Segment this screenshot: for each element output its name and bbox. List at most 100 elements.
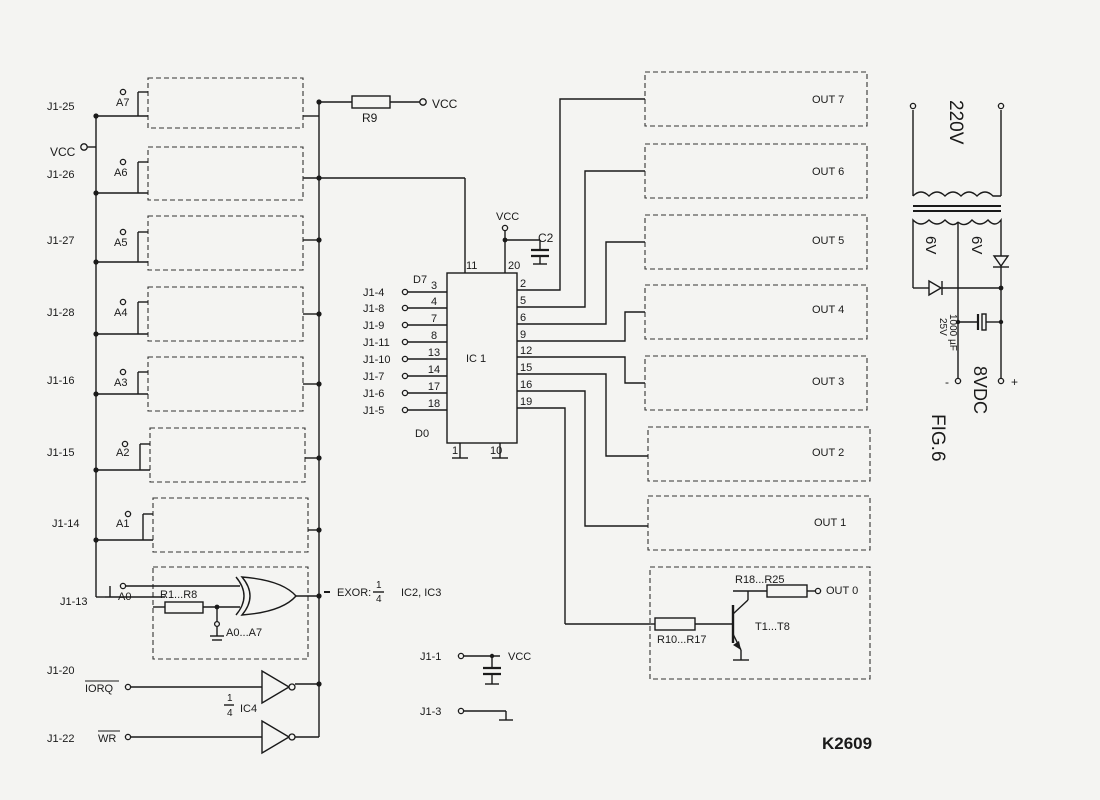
- ic1-d0-label: D0: [415, 428, 429, 440]
- inverter-gate-icon: [261, 719, 291, 755]
- ic1-input-connector: J1-6: [363, 388, 384, 400]
- ic1-input-terminal: [401, 338, 409, 346]
- transformer-primary-icon: [912, 191, 1001, 197]
- exor-ics-label: IC2, IC3: [401, 587, 441, 599]
- output-block-0: R18...R25 OUT 0 R10...R17 T1...T8: [565, 566, 871, 680]
- psu-output-voltage: 8VDC: [970, 366, 990, 414]
- power-supply: 220V 6V 6V 1000 µF 25V - +: [909, 100, 1018, 414]
- j1-1-decoupling: J1-1 VCC: [420, 651, 531, 685]
- ic1-d7-label: D7: [413, 274, 427, 286]
- output-block-4: OUT 4: [644, 284, 868, 340]
- ic1-input-terminal: [401, 389, 409, 397]
- wr-signal: WR: [98, 733, 116, 745]
- out3-label: OUT 3: [812, 376, 844, 388]
- vcc-label-ic1: VCC: [496, 211, 519, 223]
- exor-label: EXOR:: [337, 587, 371, 599]
- connector-j1-20: J1-20: [47, 665, 75, 677]
- output-block-2: OUT 2: [647, 426, 871, 482]
- filter-cap-value: 1000 µF: [947, 314, 958, 351]
- addr-a4: A4: [114, 307, 127, 319]
- out0-label: OUT 0: [826, 585, 858, 597]
- ic4-frac-den: 4: [227, 708, 233, 719]
- ic1-input-pin-number: 7: [431, 313, 437, 325]
- ic1-input-pin-number: 17: [428, 381, 440, 393]
- psu-minus: -: [945, 375, 949, 389]
- ic1-input-pin-number: 8: [431, 330, 437, 342]
- connector-j1-25: J1-25: [47, 101, 75, 113]
- addr-a1: A1: [116, 518, 129, 530]
- out7-label: OUT 7: [812, 94, 844, 106]
- ic1-input-connector: J1-4: [363, 287, 384, 299]
- r1-r8-label: R1...R8: [160, 589, 197, 601]
- ic1-input-pin-number: 14: [428, 364, 440, 376]
- ic1-chip: [446, 272, 518, 444]
- output-block-3: OUT 3: [644, 355, 868, 411]
- addr-a7: A7: [116, 97, 129, 109]
- ic1-input-pin-number: 13: [428, 347, 440, 359]
- vcc-terminal-r9: [419, 98, 427, 106]
- decoder-block-a2: J1-15 A2: [47, 427, 322, 483]
- out6-label: OUT 6: [812, 166, 844, 178]
- addr-a5: A5: [114, 237, 127, 249]
- out2-label: OUT 2: [812, 447, 844, 459]
- psu-plus: +: [1011, 375, 1018, 389]
- mains-voltage: 220V: [945, 100, 966, 145]
- r18-r25-label: R18...R25: [735, 574, 785, 586]
- out5-label: OUT 5: [812, 235, 844, 247]
- ic1-pin-20: 20: [508, 260, 520, 272]
- decoder-block-a1: J1-14 A1: [52, 497, 322, 553]
- exor-frac-den: 4: [376, 594, 382, 605]
- connector-j1-15: J1-15: [47, 447, 75, 459]
- winding-left-label: 6V: [922, 236, 939, 254]
- transformer-secondary-icon: [912, 218, 959, 229]
- output-block-6: OUT 6: [644, 143, 868, 199]
- xor-gate-input-curve: [235, 576, 245, 616]
- ic1-output-pin-number: 16: [520, 379, 532, 391]
- winding-right-label: 6V: [968, 236, 985, 254]
- ic1-input-terminal: [401, 321, 409, 329]
- connector-j1-16: J1-16: [47, 375, 75, 387]
- out0-terminal: [814, 587, 822, 595]
- output-block-1: OUT 1: [647, 495, 871, 551]
- output-block-5: OUT 5: [644, 214, 868, 270]
- ic4-frac-num: 1: [227, 693, 233, 704]
- decoder-block-a4: J1-28 A4: [47, 286, 322, 342]
- ic1-input-pin-number: 4: [431, 296, 437, 308]
- ic1-input-terminal: [401, 406, 409, 414]
- inverter-gate-icon: [261, 669, 291, 705]
- wr-inverter: J1-22 WR: [47, 719, 319, 755]
- a0-a7-label: A0...A7: [226, 627, 262, 639]
- decoder-block-a7: J1-25 A7: [47, 77, 319, 129]
- ic1-input-terminal: [401, 372, 409, 380]
- filter-capacitor-icon: [981, 313, 987, 331]
- ic1-pin-10: 10: [490, 445, 502, 457]
- connector-j1-22: J1-22: [47, 733, 75, 745]
- connector-j1-13: J1-13: [60, 596, 88, 608]
- ic1-input-connector: J1-8: [363, 303, 384, 315]
- ic1-input-terminal: [401, 288, 409, 296]
- ic1-input-terminal: [401, 304, 409, 312]
- document-code: K2609: [822, 734, 872, 753]
- vcc-label-r9: VCC: [432, 97, 458, 111]
- r10-r17-label: R10...R17: [657, 634, 707, 646]
- xor-gate-icon: [240, 576, 297, 616]
- r10-r17-resistor: [654, 617, 696, 631]
- ic1-output-pin-number: 5: [520, 295, 526, 307]
- connector-j1-14: J1-14: [52, 518, 80, 530]
- output-block-7: OUT 7: [644, 71, 868, 127]
- r18-r25-resistor: [766, 584, 808, 598]
- addr-a2: A2: [116, 447, 129, 459]
- connector-j1-1: J1-1: [420, 651, 441, 663]
- decoder-block-a6: J1-26 A6: [47, 146, 304, 201]
- ic1-output-pin-number: 2: [520, 278, 526, 290]
- vcc-label-left: VCC: [50, 145, 76, 159]
- ic1-input-connector: J1-5: [363, 405, 384, 417]
- exor-block-a0: J1-13 A0 R1...R8 A0...A7: [60, 566, 322, 660]
- ic1-input-pin-number: 18: [428, 398, 440, 410]
- ic1-input-connector: J1-10: [363, 354, 391, 366]
- diode-right-icon: [992, 255, 1010, 268]
- ic1-output-pin-number: 15: [520, 362, 532, 374]
- j1-3-ground: J1-3: [420, 706, 513, 721]
- ic1-input-connector: J1-7: [363, 371, 384, 383]
